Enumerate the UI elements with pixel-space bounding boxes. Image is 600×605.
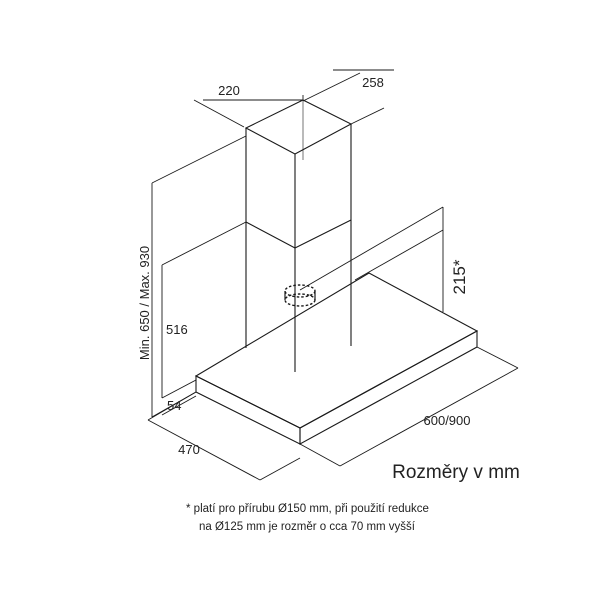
canopy-front-left (195, 375, 301, 445)
label-canopy-depth: 470 (178, 442, 200, 457)
label-canopy-thickness: 54 (167, 398, 181, 413)
dim-canopy-width (299, 346, 519, 467)
footnote-line-1: * platí pro přírubu Ø150 mm, při použití… (186, 503, 429, 515)
dim-chimney-width (193, 95, 304, 128)
label-chimney-width: 220 (218, 83, 240, 98)
dim-chimney-depth (302, 69, 394, 125)
footnote-line-2: na Ø125 mm je rozměr o cca 70 mm vyšší (199, 521, 416, 533)
label-canopy-width: 600/900 (424, 413, 471, 428)
label-height-range: Min. 650 / Max. 930 (137, 246, 152, 360)
label-outlet-height: 215* (450, 259, 469, 294)
dim-canopy-thickness (161, 379, 197, 416)
chimney-top (244, 99, 353, 155)
chimney (244, 99, 353, 372)
dim-outlet-height (299, 206, 444, 312)
canopy-top (194, 272, 479, 429)
label-upper-height: 516 (166, 322, 188, 337)
dim-upper-height (161, 221, 247, 398)
label-chimney-depth: 258 (362, 75, 384, 90)
outlet-flange (284, 284, 316, 307)
chimney-joint (245, 219, 352, 249)
dim-canopy-depth (147, 391, 301, 481)
units-title: Rozměry v mm (392, 462, 520, 483)
